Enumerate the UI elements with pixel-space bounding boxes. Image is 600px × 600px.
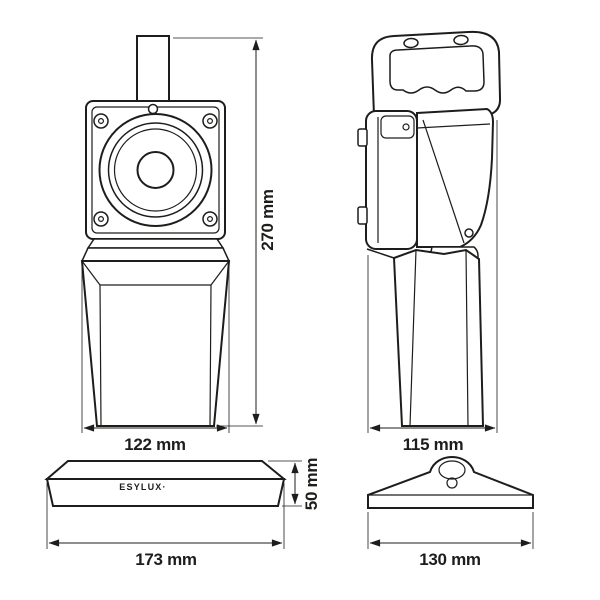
- body-top-facet: [81, 260, 230, 286]
- front-view: 270 mm 122 mm: [80, 35, 277, 454]
- body-outline: [80, 260, 231, 427]
- side-width-dimension-label: 115 mm: [403, 435, 464, 454]
- dock-cradle-detail: [438, 460, 466, 480]
- side-view: 115 mm: [357, 30, 502, 454]
- dock-front-view: ESYLUX· 50 mm 173 mm: [44, 458, 321, 569]
- handle-screw-hole-left: [403, 37, 419, 49]
- dock-height-extension-lines: [268, 460, 302, 507]
- height-dimension-label: 270 mm: [258, 189, 277, 251]
- handle-screw-hole-right: [453, 34, 469, 46]
- lamp-head-side-outline: [365, 110, 418, 250]
- lower-body-facets: [409, 249, 469, 427]
- width-dimension-label: 122 mm: [124, 435, 186, 454]
- mount-tab-upper: [357, 128, 368, 147]
- handle-grip-cutout: [389, 45, 485, 94]
- dock-front-face: [45, 478, 286, 507]
- dock-width-dimension-label: 173 mm: [135, 550, 197, 569]
- head-pivot-detail: [380, 115, 415, 139]
- upper-body-diagonal: [422, 119, 465, 244]
- dock-side-view: 130 mm: [367, 456, 534, 569]
- handle-stem-outline: [136, 35, 170, 101]
- dock-height-dimension-label: 50 mm: [302, 458, 321, 511]
- lower-body-outline: [392, 248, 485, 427]
- side-width-extension-lines: [367, 120, 498, 433]
- upper-body-panel: [416, 107, 495, 248]
- mount-tab-lower: [357, 206, 368, 225]
- head-to-body-edge: [366, 248, 395, 259]
- body-front-facet: [99, 284, 212, 427]
- neck-step: [86, 238, 225, 249]
- lens-rings: [98, 113, 213, 227]
- top-screw: [147, 103, 159, 115]
- brand-label: ESYLUX·: [119, 482, 166, 492]
- head-pivot-screw: [402, 123, 410, 131]
- neck-collar: [80, 247, 231, 262]
- upper-body-crease: [416, 123, 491, 129]
- width-extension-lines: [81, 265, 230, 433]
- upper-body-screw: [464, 228, 474, 238]
- dock-contact-detail: [446, 477, 458, 489]
- dock-side-outline: [367, 456, 534, 509]
- corner-screws: [93, 113, 218, 227]
- dock-top-face: [44, 460, 287, 480]
- dock-width-extension-lines: [46, 483, 285, 549]
- dock-side-extension-lines: [367, 512, 534, 549]
- dock-side-dimension-label: 130 mm: [419, 550, 481, 569]
